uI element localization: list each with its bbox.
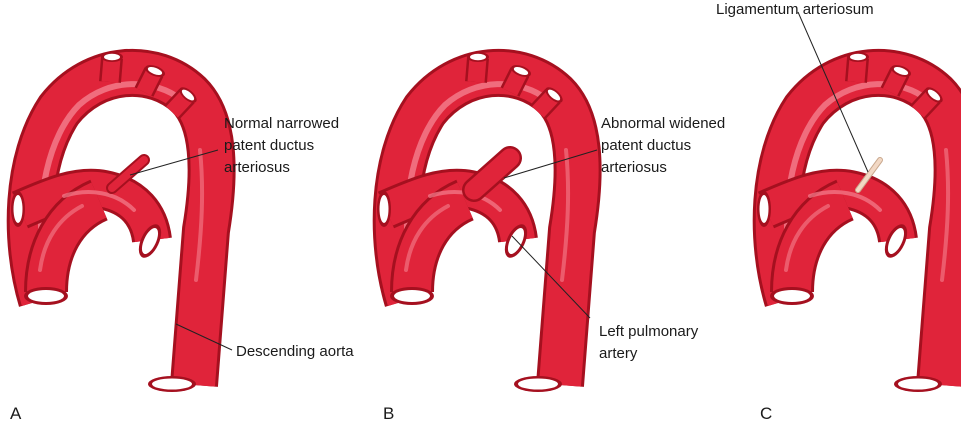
leader-b-pulmonary (511, 235, 591, 319)
leader-c-ligamentum (797, 11, 869, 173)
leader-b-ductus (503, 149, 598, 179)
panel-b-vessels (377, 52, 578, 392)
label-b-ductus-line2: patent ductus (601, 137, 692, 154)
leader-lines (129, 11, 869, 351)
label-b-ductus-line1: Abnormal widened (601, 115, 726, 132)
label-b-pulmonary-line1: Left pulmonary (599, 323, 699, 340)
panel-a-vessels (11, 52, 212, 392)
label-c-ligamentum: Ligamentum arteriosum (716, 1, 874, 18)
leader-a-ductus (129, 149, 219, 176)
panel-letter-a: A (10, 404, 22, 423)
label-a-ductus-line2: patent ductus (224, 137, 315, 154)
label-b-pulmonary-line2: artery (599, 345, 638, 362)
leader-a-descending (175, 323, 233, 351)
panel-letter-b: B (383, 404, 395, 423)
panel-c-vessels (757, 52, 958, 392)
label-a-descending-aorta: Descending aorta (236, 343, 354, 360)
panel-b-illustration (377, 52, 578, 392)
panel-letter-c: C (760, 404, 773, 423)
panel-a-illustration (11, 52, 212, 392)
label-a-ductus-line3: arteriosus (224, 159, 290, 176)
label-b-ductus-line3: arteriosus (601, 159, 667, 176)
label-a-ductus-line1: Normal narrowed (224, 115, 340, 132)
panel-c-illustration (757, 52, 958, 392)
